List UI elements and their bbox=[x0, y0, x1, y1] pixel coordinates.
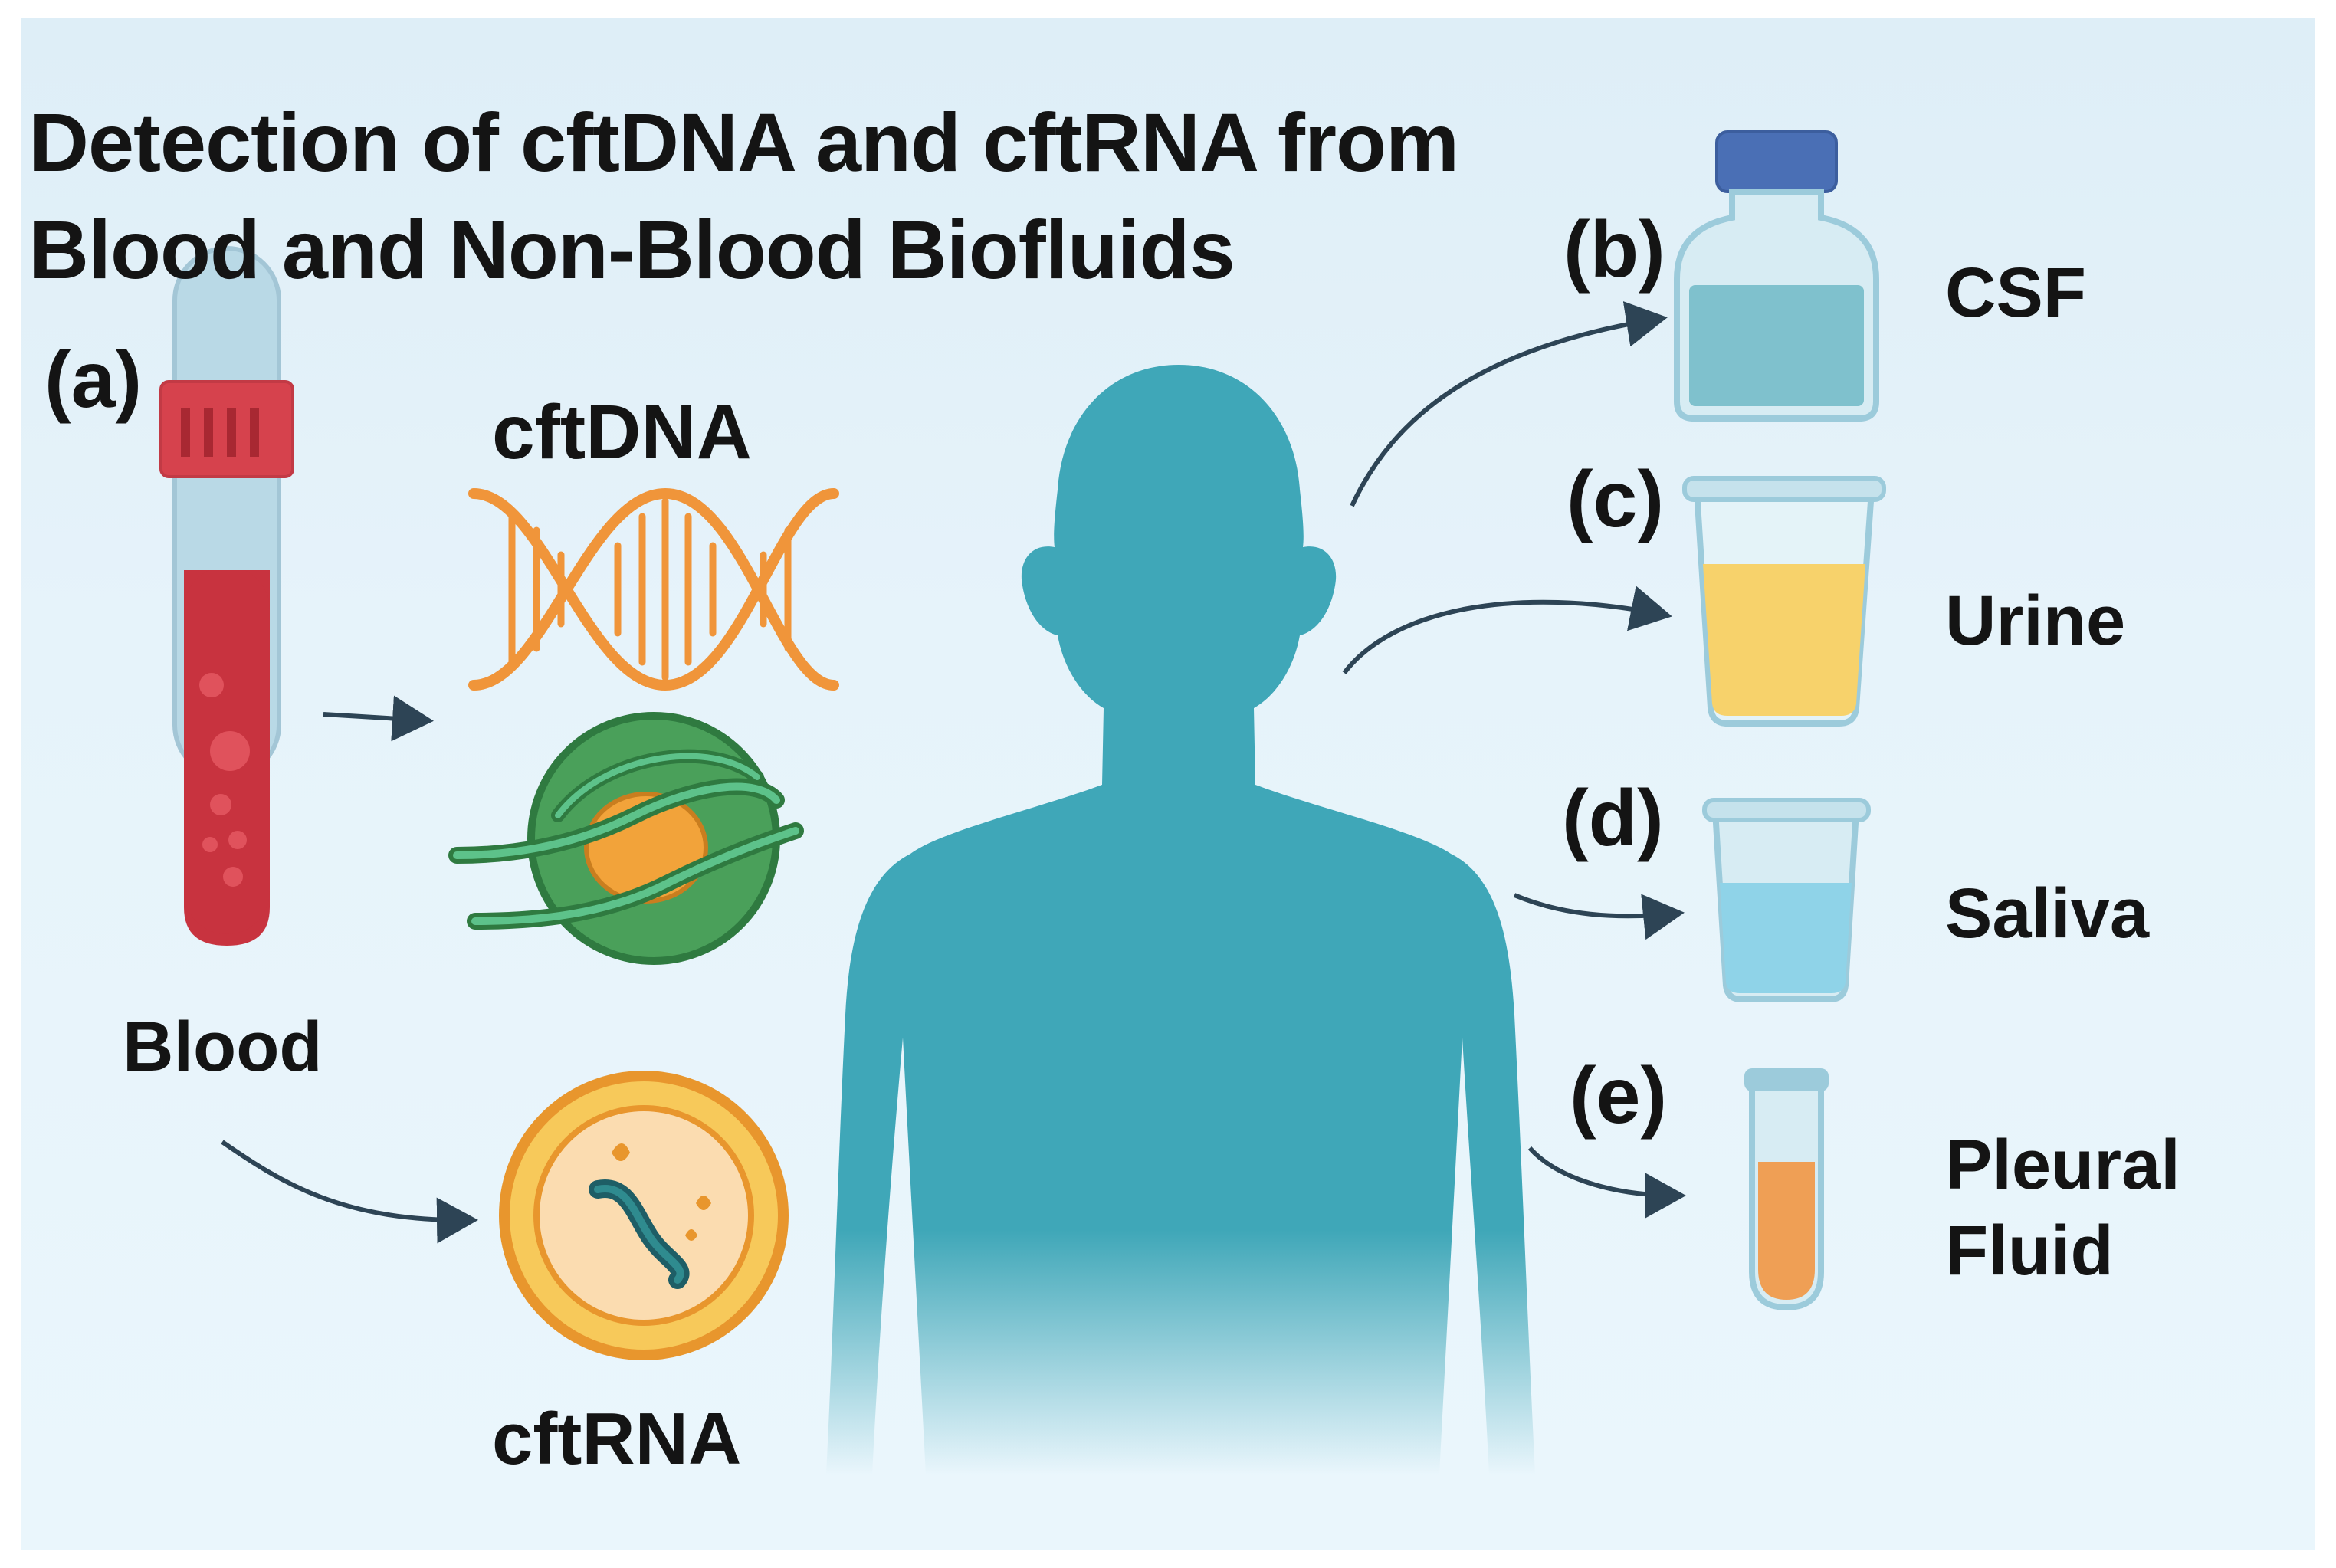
csf-vial-icon bbox=[1674, 130, 1879, 422]
nucleosome-icon bbox=[448, 712, 804, 965]
pleural-fluid-label-line-1: Pleural bbox=[1945, 1126, 2180, 1204]
arrow-blood-to-cftdna bbox=[323, 695, 434, 742]
human-silhouette bbox=[826, 365, 1535, 1475]
urine-label: Urine bbox=[1945, 582, 2126, 660]
arrow-to-saliva bbox=[1513, 893, 1685, 940]
pleural-tube-icon bbox=[1744, 1068, 1829, 1311]
arrow-blood-to-cftrna bbox=[221, 1140, 478, 1244]
diagram-canvas: Detection of cftDNA and cftRNA from Bloo… bbox=[21, 18, 2315, 1550]
panel-letter-e: (e) bbox=[1570, 1051, 1668, 1140]
panel-letter-a: (a) bbox=[44, 336, 143, 425]
arrow-to-csf bbox=[1350, 301, 1668, 507]
pleural-fluid-label: Pleural Fluid bbox=[1945, 1122, 2180, 1294]
panel-letter-c: (c) bbox=[1567, 455, 1665, 544]
urine-cup-icon bbox=[1682, 476, 1886, 727]
cftrna-label: cftRNA bbox=[492, 1398, 742, 1480]
saliva-label: Saliva bbox=[1945, 874, 2149, 953]
pleural-fluid-label-line-2: Fluid bbox=[1945, 1212, 2114, 1290]
saliva-cup-icon bbox=[1702, 798, 1871, 1002]
csf-label: CSF bbox=[1945, 254, 2086, 332]
page-title: Detection of cftDNA and cftRNA from Bloo… bbox=[29, 96, 1459, 296]
blood-tube-icon bbox=[159, 246, 294, 946]
cftdna-label: cftDNA bbox=[492, 389, 752, 475]
panel-letter-b: (b) bbox=[1563, 205, 1665, 294]
arrow-to-pleural bbox=[1527, 1146, 1686, 1219]
blood-label: Blood bbox=[123, 1008, 323, 1086]
arrow-to-urine bbox=[1342, 586, 1672, 674]
diagram-artwork bbox=[159, 130, 1886, 1475]
panel-letter-d: (d) bbox=[1562, 774, 1664, 863]
dna-helix-icon bbox=[468, 487, 839, 691]
rna-vesicle-icon bbox=[499, 1071, 789, 1360]
